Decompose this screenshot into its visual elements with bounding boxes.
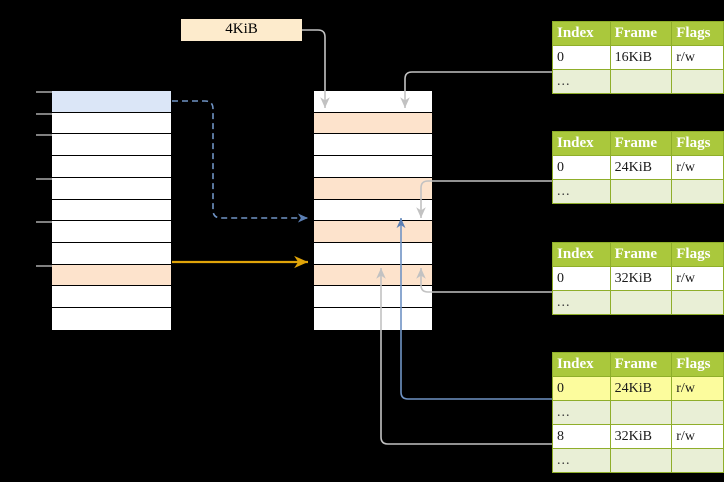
page-table-4-cell-r3-frame[interactable]: [609, 448, 673, 473]
page-table-2-column-header-frame: Frame: [609, 131, 673, 156]
page-table-1-column-header-index: Index: [552, 21, 611, 46]
page-table-1-row-1[interactable]: ...: [552, 69, 724, 94]
page-table-4-cell-r1-flags[interactable]: [671, 400, 724, 425]
page-table-4-cell-r0-frame[interactable]: 24KiB: [609, 376, 673, 401]
page-table-4-cell-r2-index[interactable]: 8: [552, 424, 611, 449]
page-table-2-row-1[interactable]: ...: [552, 179, 724, 204]
page-table-2-cell-r1-frame[interactable]: [609, 179, 673, 204]
page-table-4-cell-r3-flags[interactable]: [671, 448, 724, 473]
page-table-4-cell-r2-frame[interactable]: 32KiB: [609, 424, 673, 449]
page-table-4-cell-r1-index[interactable]: ...: [552, 400, 611, 425]
physical-memory-row-8[interactable]: [314, 264, 432, 287]
physical-memory-row-5[interactable]: [314, 199, 432, 222]
virtual-memory-row-0[interactable]: [52, 91, 171, 113]
physical-memory-row-10[interactable]: [314, 308, 432, 330]
page-table-1-cell-r0-flags[interactable]: r/w: [671, 45, 724, 70]
virtual-memory-row-10[interactable]: [52, 308, 171, 330]
wire-virtual-to-physical-dashed: [172, 100, 308, 223]
page-table-4-cell-r2-flags[interactable]: r/w: [671, 424, 724, 449]
physical-memory-row-7[interactable]: [314, 243, 432, 265]
virtual-address-space-column: [51, 90, 172, 331]
virtual-column-tick-0: [36, 91, 52, 93]
virtual-memory-row-9[interactable]: [52, 286, 171, 309]
page-table-2-cell-r0-flags[interactable]: r/w: [671, 155, 724, 180]
page-table-2-cell-r1-flags[interactable]: [671, 179, 724, 204]
virtual-column-tick-2: [36, 134, 52, 137]
page-table-4-cell-r0-flags[interactable]: r/w: [671, 376, 724, 401]
page-table-2-cell-r0-frame[interactable]: 24KiB: [609, 155, 673, 180]
page-table-3-cell-r1-flags[interactable]: [671, 290, 724, 315]
physical-memory-row-0[interactable]: [314, 91, 432, 113]
page-table-2-cell-r0-index[interactable]: 0: [552, 155, 611, 180]
page-table-1-cell-r0-index[interactable]: 0: [552, 45, 611, 70]
page-table-3-cell-r0-flags[interactable]: r/w: [671, 266, 724, 291]
page-table-1-cell-r0-frame[interactable]: 16KiB: [609, 45, 673, 70]
page-table-3-column-header-flags: Flags: [671, 242, 724, 267]
page-table-2-column-header-flags: Flags: [671, 131, 724, 156]
page-table-4-cell-r1-frame[interactable]: [609, 400, 673, 425]
virtual-memory-row-4[interactable]: [52, 177, 171, 200]
page-table-4-row-1[interactable]: ...: [552, 400, 724, 425]
virtual-memory-row-2[interactable]: [52, 134, 171, 157]
page-table-3-column-header-index: Index: [552, 242, 611, 267]
page-table-1-cell-r1-flags[interactable]: [671, 69, 724, 94]
page-table-1-column-header-frame: Frame: [609, 21, 673, 46]
virtual-column-tick-6: [36, 221, 52, 224]
page-table-4-column-header-index: Index: [552, 352, 611, 377]
page-table-2-column-header-index: Index: [552, 131, 611, 156]
virtual-column-tick-8: [36, 264, 52, 267]
physical-memory-row-6[interactable]: [314, 221, 432, 244]
virtual-memory-row-3[interactable]: [52, 156, 171, 178]
virtual-memory-row-1[interactable]: [52, 112, 171, 135]
page-table-1-cell-r1-frame[interactable]: [609, 69, 673, 94]
physical-memory-row-2[interactable]: [314, 134, 432, 157]
page-table-4-column-header-flags: Flags: [671, 352, 724, 377]
page-table-1-column-header-flags: Flags: [671, 21, 724, 46]
virtual-column-tick-1: [36, 112, 52, 115]
page-table-3-cell-r1-index[interactable]: ...: [552, 290, 611, 315]
page-table-4-column-header-frame: Frame: [609, 352, 673, 377]
physical-memory-row-1[interactable]: [314, 112, 432, 135]
virtual-column-tick-4: [36, 177, 52, 180]
page-table-4-cell-r0-index[interactable]: 0: [552, 376, 611, 401]
wire-table3-to-physical: [416, 268, 552, 293]
page-table-2-cell-r1-index[interactable]: ...: [552, 179, 611, 204]
page-table-3-cell-r0-index[interactable]: 0: [552, 266, 611, 291]
page-table-3-column-header-frame: Frame: [609, 242, 673, 267]
page-table-4-row-3[interactable]: ...: [552, 448, 724, 473]
page-table-4-cell-r3-index[interactable]: ...: [552, 448, 611, 473]
page-table-1-cell-r1-index[interactable]: ...: [552, 69, 611, 94]
virtual-memory-row-6[interactable]: [52, 221, 171, 244]
page-table-3-cell-r0-frame[interactable]: 32KiB: [609, 266, 673, 291]
physical-memory-row-9[interactable]: [314, 286, 432, 309]
page-table-3-row-1[interactable]: ...: [552, 290, 724, 315]
virtual-memory-row-8[interactable]: [52, 264, 171, 287]
virtual-memory-row-7[interactable]: [52, 243, 171, 265]
physical-memory-column: [313, 90, 433, 331]
physical-memory-row-4[interactable]: [314, 177, 432, 200]
wire-table2-to-physical: [416, 180, 552, 218]
virtual-memory-row-5[interactable]: [52, 199, 171, 222]
page-size-label: 4KiB: [181, 19, 302, 41]
physical-memory-row-3[interactable]: [314, 156, 432, 178]
page-table-3-cell-r1-frame[interactable]: [609, 290, 673, 315]
